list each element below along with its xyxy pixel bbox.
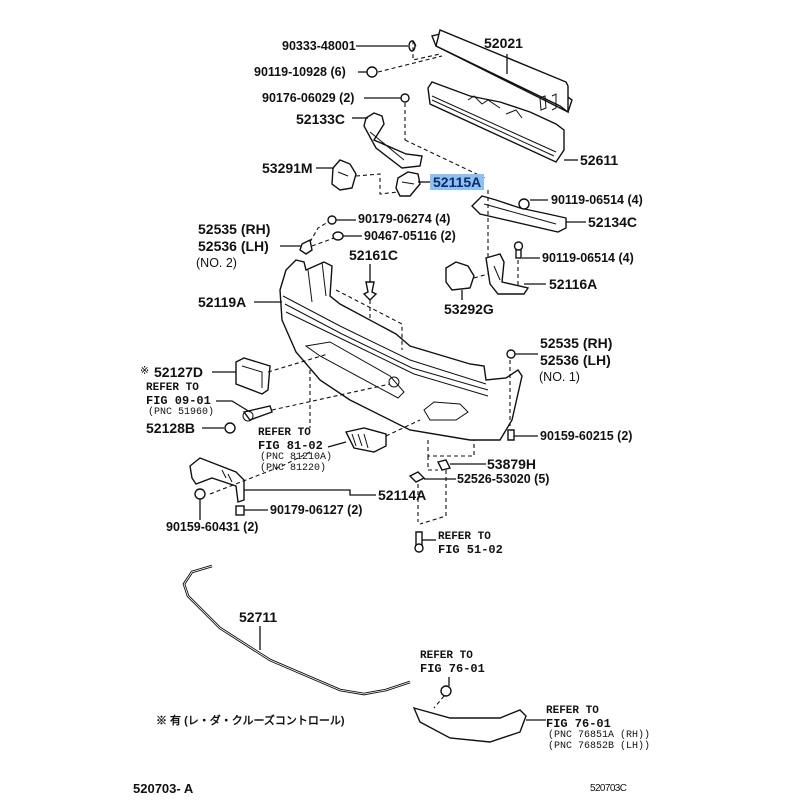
label-52134C[interactable]: 52134C xyxy=(588,214,638,230)
label-52536-lh-no2[interactable]: 52536 (LH) xyxy=(198,238,269,254)
clip-90467-05116[interactable] xyxy=(332,231,344,241)
bracket-52115A[interactable] xyxy=(395,171,421,197)
label-52116A[interactable]: 52116A xyxy=(549,276,598,292)
label-52161C[interactable]: 52161C xyxy=(349,247,399,263)
asterisk-mark: ※ xyxy=(140,365,150,377)
label-52611[interactable]: 52611 xyxy=(580,152,619,168)
leader-81-02 xyxy=(327,441,347,448)
fog-lamp[interactable] xyxy=(344,427,387,453)
license-bracket-52114A[interactable] xyxy=(189,457,245,503)
bracket-53291M[interactable] xyxy=(331,159,357,191)
bracket-52116A[interactable] xyxy=(485,253,530,295)
ref-51-02-line2[interactable]: FIG 51-02 xyxy=(438,543,503,557)
label-90179-06274[interactable]: 90179-06274 (4) xyxy=(358,212,451,226)
clip-53879H[interactable] xyxy=(436,459,452,471)
label-52127D[interactable]: 52127D xyxy=(154,364,204,380)
ref-81-02-line2[interactable]: FIG 81-02 xyxy=(258,439,323,453)
label-90159-60431[interactable]: 90159-60431 (2) xyxy=(166,520,259,534)
nut-90179-06127[interactable] xyxy=(235,505,245,516)
ref-09-01-line2[interactable]: FIG 09-01 xyxy=(146,394,211,408)
clip-52526-53020[interactable] xyxy=(408,471,426,483)
tow-hook[interactable] xyxy=(242,405,273,421)
label-90159-60215[interactable]: 90159-60215 (2) xyxy=(540,429,633,443)
retainer-52535-no2[interactable] xyxy=(299,238,313,255)
bumper-cover-52119A[interactable] xyxy=(279,259,523,441)
label-52535-rh-no1[interactable]: 52535 (RH) xyxy=(540,335,613,351)
label-90333-48001[interactable]: 90333-48001 xyxy=(282,39,356,53)
figure-code-left: 520703- A xyxy=(133,781,194,796)
label-52115A[interactable]: 52115A xyxy=(430,174,485,190)
label-52535-rh-no2[interactable]: 52535 (RH) xyxy=(198,221,271,237)
nut-90179-06274[interactable] xyxy=(327,215,337,225)
label-90119-06514-b[interactable]: 90119-06514 (4) xyxy=(542,251,634,265)
ref-51-02-line1: REFER TO xyxy=(438,531,491,543)
molding-52711[interactable] xyxy=(182,564,411,696)
label-90179-06127[interactable]: 90179-06127 (2) xyxy=(270,503,363,517)
label-52119A[interactable]: 52119A xyxy=(198,294,247,310)
figure-code-right: 520703C xyxy=(590,783,627,794)
reinforcement-52021[interactable] xyxy=(431,29,573,114)
absorber-52611[interactable] xyxy=(427,81,565,163)
label-90119-06514-a[interactable]: 90119-06514 (4) xyxy=(551,193,643,207)
clip-52161C[interactable] xyxy=(362,281,378,301)
label-52711[interactable]: 52711 xyxy=(239,609,278,625)
label-52128B[interactable]: 52128B xyxy=(146,420,196,436)
retainer-52535-no1[interactable] xyxy=(506,349,516,359)
clip-76-01[interactable] xyxy=(440,685,452,697)
ref-81-02-line4: (PNC 81220) xyxy=(260,463,327,474)
label-90467-05116[interactable]: 90467-05116 (2) xyxy=(364,229,456,243)
retainer-52134C[interactable] xyxy=(471,195,567,233)
label-52133C[interactable]: 52133C xyxy=(296,111,346,127)
bracket-53292G[interactable] xyxy=(445,261,475,291)
label-no1: (NO. 1) xyxy=(539,370,580,384)
ref-76-01-b-line3: (PNC 76851A (RH)) xyxy=(548,730,651,741)
label-no2: (NO. 2) xyxy=(196,256,237,270)
footnote: ※ 有 (レ・ダ・クルーズコントロール) xyxy=(156,715,345,727)
ref-76-01-a-line1: REFER TO xyxy=(420,650,473,662)
label-90119-10928[interactable]: 90119-10928 (6) xyxy=(254,65,346,79)
cap-52128B[interactable] xyxy=(224,422,236,434)
ref-81-02-line1: REFER TO xyxy=(258,427,311,439)
bolt-90119-10928[interactable] xyxy=(366,66,378,78)
bracket-52127D[interactable] xyxy=(235,357,271,395)
ref-09-01-line1: REFER TO xyxy=(146,382,199,394)
ref-09-01-line3: (PNC 51960) xyxy=(148,407,215,418)
label-53292G[interactable]: 53292G xyxy=(444,301,494,317)
label-52114A[interactable]: 52114A xyxy=(378,487,427,503)
label-52021[interactable]: 52021 xyxy=(484,35,523,51)
label-53879H[interactable]: 53879H xyxy=(487,456,537,472)
ref-76-01-b-line1: REFER TO xyxy=(546,705,599,717)
bolt-90119-06514-a[interactable] xyxy=(518,198,530,210)
bolt-90159-60431[interactable] xyxy=(194,488,206,500)
leader-52114A xyxy=(244,489,376,496)
ref-81-02-line3: (PNC 81210A) xyxy=(260,452,333,463)
retainer-52133C[interactable] xyxy=(363,112,423,169)
ref-76-01-a-line2[interactable]: FIG 76-01 xyxy=(420,662,485,676)
label-52536-lh-no1[interactable]: 52536 (LH) xyxy=(540,352,611,368)
ref-76-01-b-line4: (PNC 76852B (LH)) xyxy=(548,741,651,752)
label-90176-06029[interactable]: 90176-06029 (2) xyxy=(262,91,355,105)
nut-90176-06029[interactable] xyxy=(400,93,410,103)
ref-76-01-b-line2[interactable]: FIG 76-01 xyxy=(546,717,611,731)
label-53291M[interactable]: 53291M xyxy=(262,160,313,176)
label-52526-53020[interactable]: 52526-53020 (5) xyxy=(457,472,550,486)
bolt-90159-60215[interactable] xyxy=(507,429,515,441)
side-reflector[interactable] xyxy=(412,706,527,743)
